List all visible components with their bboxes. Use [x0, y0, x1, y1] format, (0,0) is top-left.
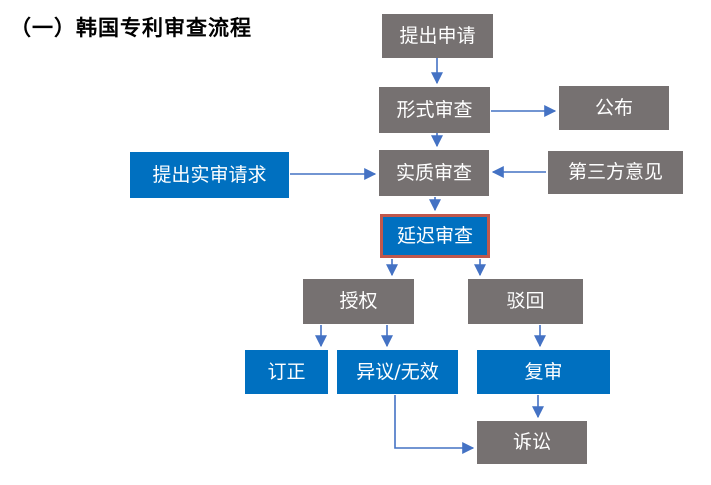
- flow-node-label: 提出实审请求: [152, 163, 267, 186]
- page-title: （一）韩国专利审查流程: [10, 15, 252, 40]
- flow-node-apply: 提出申请: [382, 14, 493, 58]
- flow-node-label: 公布: [594, 96, 633, 119]
- flow-node-delayed-exam: 延迟审查: [380, 214, 490, 258]
- flow-node-grant: 授权: [303, 279, 414, 324]
- flow-node-label: 授权: [339, 290, 378, 312]
- flow-node-label: 异议/无效: [356, 360, 439, 383]
- flow-node-reexamination: 复审: [477, 350, 610, 394]
- flow-node-substantive-exam: 实质审查: [379, 150, 489, 196]
- flow-node-correction: 订正: [245, 350, 328, 394]
- flow-node-label: 形式审查: [396, 98, 473, 121]
- flow-node-label: 第三方意见: [567, 161, 663, 183]
- flow-node-label: 复审: [524, 360, 563, 383]
- flow-node-third-party-opinion: 第三方意见: [548, 151, 683, 194]
- flow-node-opposition-invalidation: 异议/无效: [337, 350, 458, 394]
- flow-node-litigation: 诉讼: [477, 421, 587, 464]
- flow-node-label: 诉讼: [512, 431, 551, 453]
- flow-node-formal-exam: 形式审查: [379, 87, 490, 133]
- arrow-opposition-to-litigation: [394, 395, 475, 454]
- flow-node-label: 提出申请: [399, 24, 476, 47]
- flow-node-label: 实质审查: [395, 161, 472, 184]
- flow-node-exam-request: 提出实审请求: [130, 152, 289, 198]
- flow-node-label: 订正: [267, 360, 306, 383]
- flow-node-label: 驳回: [506, 290, 545, 312]
- flow-node-label: 延迟审查: [396, 224, 473, 247]
- flow-node-publication: 公布: [559, 86, 669, 130]
- flow-node-rejection: 驳回: [468, 279, 583, 324]
